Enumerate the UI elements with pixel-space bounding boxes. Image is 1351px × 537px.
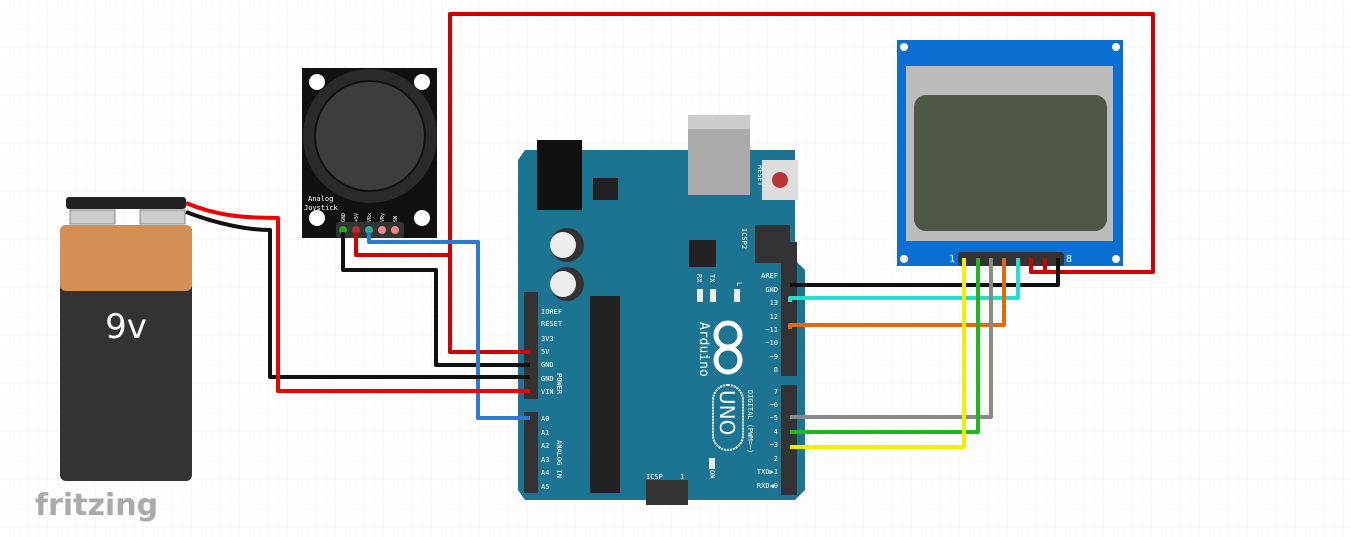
nokia-5110-lcd[interactable]: 1 8 <box>897 40 1123 266</box>
pin-gnd-digital: GND <box>765 286 778 294</box>
wire-black-battery <box>185 210 530 379</box>
pin-a1: A1 <box>541 429 549 437</box>
wire-cyan-13 <box>788 258 1020 302</box>
pin-reset: RESET <box>541 320 563 328</box>
pin-0: RXD◀0 <box>757 482 778 490</box>
arduino-uno[interactable]: RESET ICSP2 ICSP 1 RX TX L ON Arduino UN… <box>518 115 805 505</box>
pin-vin: VIN <box>541 388 554 396</box>
reset-label: RESET <box>756 165 764 187</box>
pin-5v: 5V <box>541 348 550 356</box>
battery-9v[interactable]: 9v <box>60 197 192 481</box>
pin-8: 8 <box>774 366 778 374</box>
wire-gray-5 <box>790 258 993 419</box>
icsp-label: ICSP <box>646 473 663 481</box>
icsp2-label: ICSP2 <box>740 228 748 249</box>
battery-label: 9v <box>105 307 147 347</box>
power-label: POWER <box>555 373 563 395</box>
pin-7: 7 <box>774 388 778 396</box>
pin-3v3: 3V3 <box>541 335 554 343</box>
lcd-pin8-label: 8 <box>1066 254 1072 265</box>
wire-black-joystick <box>341 232 530 367</box>
wire-black-gnd <box>790 258 1060 287</box>
l-label: L <box>735 282 743 286</box>
fritzing-watermark: fritzing <box>35 488 158 523</box>
power-jack <box>537 140 582 210</box>
pin-11: ~11 <box>765 326 778 334</box>
pin-9: ~9 <box>770 353 778 361</box>
digital-label: DIGITAL (PWM=~) <box>746 390 754 453</box>
pin-2: 2 <box>774 455 778 463</box>
icsp-pin1-label: 1 <box>680 473 684 481</box>
pin-6: ~6 <box>770 401 778 409</box>
wires <box>185 12 1155 449</box>
pin-a0: A0 <box>541 415 549 423</box>
pin-13: 13 <box>770 299 778 307</box>
pin-10: ~10 <box>765 339 778 347</box>
wire-red-5v <box>448 12 1155 354</box>
wire-red-joystick <box>354 232 450 257</box>
joystick-title-2: Joystick <box>304 204 339 212</box>
pin-ioref: IOREF <box>541 308 562 316</box>
pin-gnd-1: GND <box>541 361 554 369</box>
pin-4: 4 <box>774 428 778 436</box>
pin-aref: AREF <box>761 272 778 280</box>
microcontroller <box>590 296 620 493</box>
analog-label: ANALOG IN <box>555 440 563 478</box>
rx-label: RX <box>695 274 703 283</box>
joystick-pin-5v: +5V <box>354 213 360 222</box>
joystick-pin-vry: VRy <box>380 213 386 222</box>
pin-1: TXD▶1 <box>757 468 778 476</box>
pin-3: ~3 <box>770 441 778 449</box>
joystick-pin-sw: SW <box>393 215 399 222</box>
wire-blue-vrx <box>367 232 530 420</box>
wire-red-battery <box>185 201 530 393</box>
pin-a2: A2 <box>541 442 549 450</box>
joystick-title-1: Analog <box>308 195 333 203</box>
wire-green-4 <box>790 258 980 434</box>
wire-orange-11 <box>788 258 1006 329</box>
pin-a5: A5 <box>541 483 549 491</box>
arduino-model: UNO <box>715 390 739 435</box>
lcd-pin1-label: 1 <box>949 254 955 265</box>
analog-joystick[interactable]: Analog Joystick GND +5V VRx VRy SW <box>302 68 437 238</box>
pin-5: ~5 <box>770 414 778 422</box>
pin-a3: A3 <box>541 456 549 464</box>
joystick-pin-gnd: GND <box>341 213 347 222</box>
pin-gnd-2: GND <box>541 375 554 383</box>
pin-12: 12 <box>770 313 778 321</box>
joystick-pin-vrx: VRx <box>367 213 373 222</box>
tx-label: TX <box>708 274 716 283</box>
arduino-brand: Arduino <box>696 322 711 377</box>
wire-yellow-3 <box>790 258 966 449</box>
lcd-screen <box>914 95 1107 231</box>
on-label: ON <box>708 470 716 478</box>
pin-a4: A4 <box>541 469 549 477</box>
